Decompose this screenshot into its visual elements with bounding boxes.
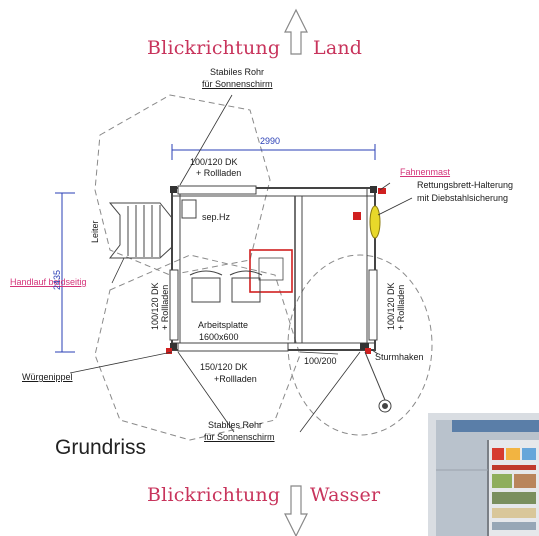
umbrella-outline-top-left [94,94,271,276]
leader-lines [69,94,413,433]
label-rohr-top-2: für Sonnenschirm [202,79,273,89]
dimension-height: 2435 [52,269,62,290]
arrow-up-icon [284,8,308,55]
label-window-right-1: 100/120 DK [386,282,396,330]
label-leiter: Leiter [90,220,100,243]
rescue-board [369,205,381,239]
arrow-down-icon [284,485,308,536]
workstation-chairs [189,270,263,303]
label-fahnenmast: Fahnenmast [400,167,451,177]
label-rettung-2: mit Diebstahlsicherung [417,193,509,203]
photo-inset [428,413,539,536]
label-sep-hz: sep.Hz [202,212,231,222]
label-rohr-bottom-1: Stabiles Rohr [208,420,263,430]
label-window-left-1: 100/120 DK [150,282,160,330]
label-window-left-2: + Rollladen [160,284,170,330]
label-window-top-2: + Rollladen [196,168,242,178]
heading-bottom-left: Blickrichtung [147,484,281,506]
heater-box [181,199,197,219]
label-window-bottom-2: +Rollladen [214,374,257,384]
red-markers [166,188,386,354]
storm-hook [364,351,392,413]
windows [169,185,378,352]
label-window-right-2: + Rollladen [396,284,406,330]
label-wuergenippel: Würgenippel [22,372,73,382]
label-sturmhaken: Sturmhaken [375,352,424,362]
label-arbeitsplatte-1: Arbeitsplatte [198,320,249,330]
dimension-door: 100/200 [304,356,337,366]
plan-title: Grundriss [55,436,147,459]
ladder [108,202,173,259]
dimension-width: 2990 [260,136,281,146]
label-handlauf: Handlauf beidseitig [10,277,87,287]
label-arbeitsplatte-2: 1600x600 [199,332,239,342]
label-rettung-1: Rettungsbrett-Halterung [417,180,514,190]
label-rohr-top-1: Stabiles Rohr [210,67,265,77]
heading-bottom-right: Wasser [310,484,381,506]
label-rohr-bottom-2: für Sonnenschirm [204,432,275,442]
heading-top-left: Blickrichtung [147,37,281,59]
corner-posts [170,186,377,350]
dimension-lines [55,144,376,353]
label-window-bottom-1: 150/120 DK [200,362,248,372]
heading-top-right: Land [313,37,363,59]
umbrella-outline-bottom-left [94,254,301,441]
label-window-top-1: 100/120 DK [190,157,238,167]
